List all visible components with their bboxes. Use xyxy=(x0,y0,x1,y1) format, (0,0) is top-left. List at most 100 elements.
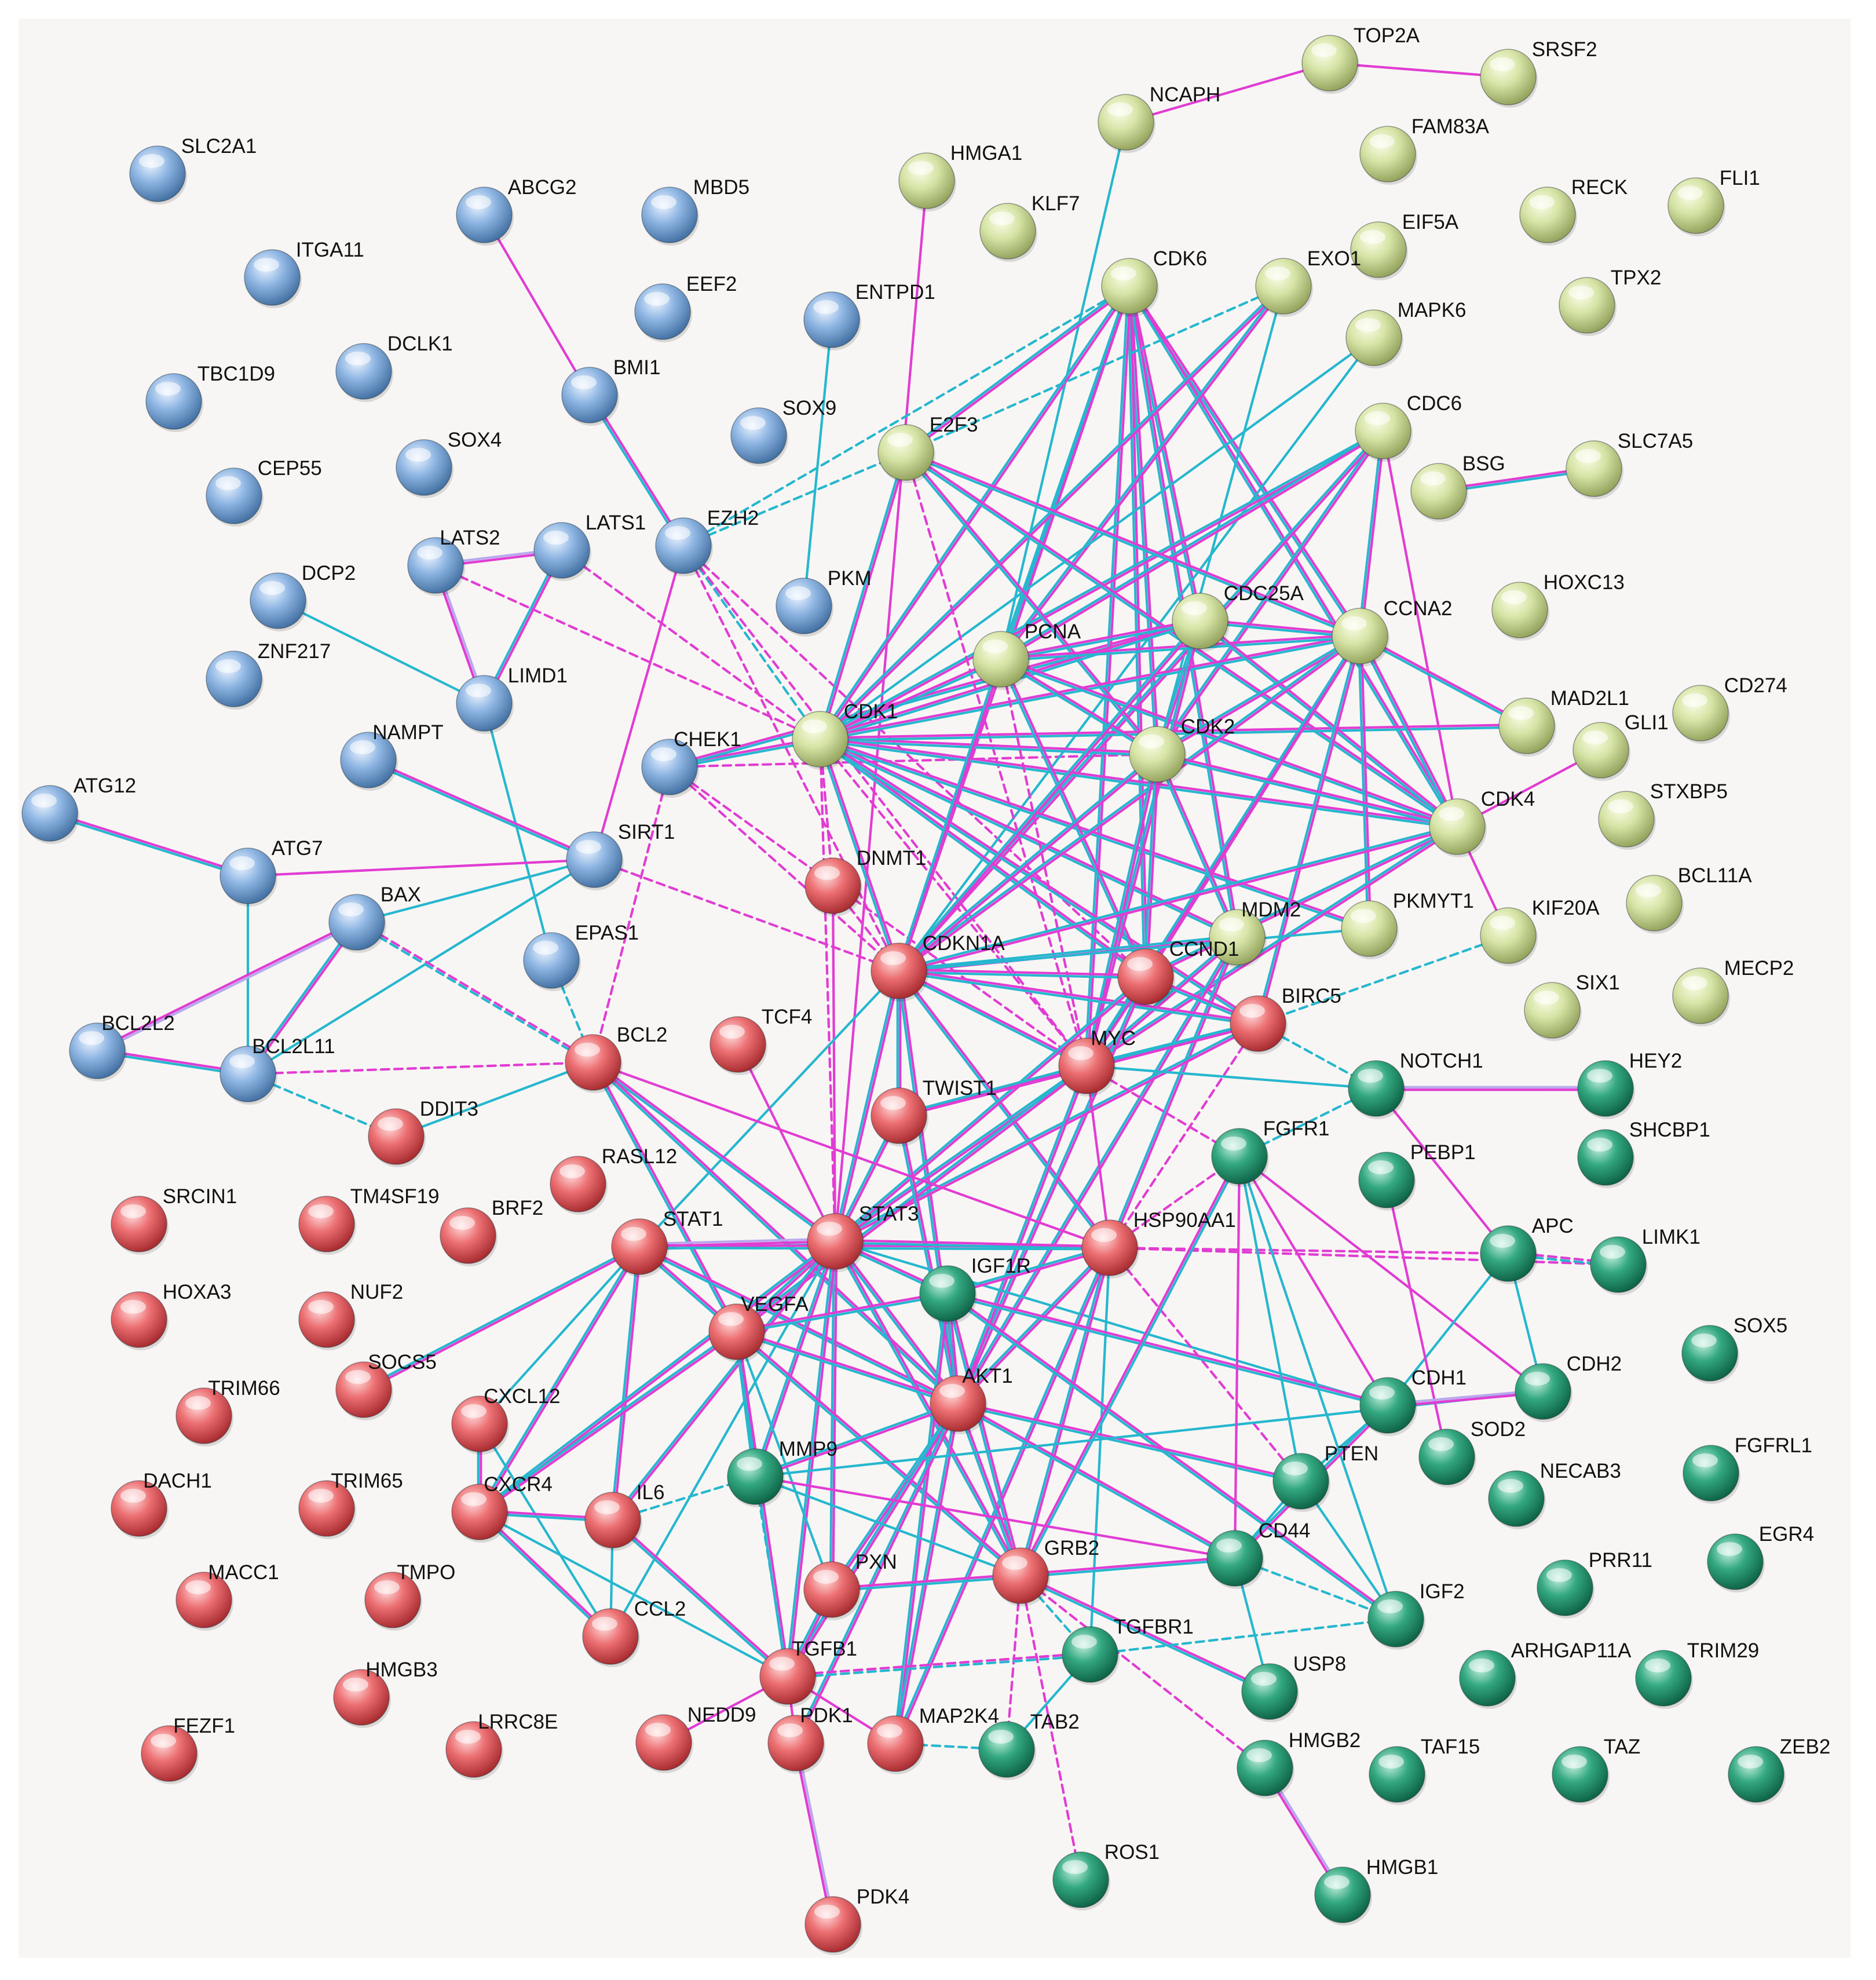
node-ball-SOX4[interactable] xyxy=(396,439,452,496)
node-ball-ITGA11[interactable] xyxy=(244,249,301,306)
node-ball-FLI1[interactable] xyxy=(1667,177,1724,234)
node-STXBP5[interactable]: STXBP5 xyxy=(1598,780,1728,850)
node-ball-PCNA[interactable] xyxy=(972,631,1029,688)
node-ball-DCP2[interactable] xyxy=(250,572,306,629)
node-SIX1[interactable]: SIX1 xyxy=(1524,971,1620,1041)
node-E2F3[interactable]: E2F3 xyxy=(877,414,978,483)
node-TRIM29[interactable]: TRIM29 xyxy=(1635,1639,1759,1709)
node-MDM2[interactable]: MDM2 xyxy=(1209,898,1301,968)
node-NOTCH1[interactable]: NOTCH1 xyxy=(1348,1050,1483,1119)
node-ball-BAX[interactable] xyxy=(328,894,385,951)
node-ball-KIF20A[interactable] xyxy=(1480,907,1537,964)
node-CDH1[interactable]: CDH1 xyxy=(1359,1367,1467,1436)
node-BMI1[interactable]: BMI1 xyxy=(561,356,661,426)
node-HMGB1[interactable]: HMGB1 xyxy=(1314,1856,1438,1926)
node-ball-SIRT1[interactable] xyxy=(566,831,623,888)
node-ball-TOP2A[interactable] xyxy=(1301,35,1358,92)
node-TAF15[interactable]: TAF15 xyxy=(1369,1736,1480,1805)
node-TAZ[interactable]: TAZ xyxy=(1552,1736,1640,1805)
node-ball-NCAPH[interactable] xyxy=(1098,94,1154,151)
node-ball-TRIM29[interactable] xyxy=(1635,1650,1692,1707)
node-ball-MECP2[interactable] xyxy=(1672,967,1729,1024)
node-ROS1[interactable]: ROS1 xyxy=(1052,1841,1160,1910)
node-ball-ROS1[interactable] xyxy=(1052,1851,1109,1908)
node-SOX9[interactable]: SOX9 xyxy=(730,397,836,466)
node-ball-PKMYT1[interactable] xyxy=(1341,900,1398,957)
node-DCP2[interactable]: DCP2 xyxy=(250,562,356,631)
node-ball-FGFR1[interactable] xyxy=(1211,1128,1268,1185)
node-ball-ATG12[interactable] xyxy=(21,785,78,842)
node-ball-CCND1[interactable] xyxy=(1117,948,1174,1005)
node-APC[interactable]: APC xyxy=(1480,1215,1574,1284)
node-BIRC5[interactable]: BIRC5 xyxy=(1230,985,1341,1054)
node-NEDD9[interactable]: NEDD9 xyxy=(635,1704,756,1773)
node-LIMD1[interactable]: LIMD1 xyxy=(456,664,568,734)
node-ball-PKM[interactable] xyxy=(776,578,832,634)
node-ball-USP8[interactable] xyxy=(1241,1663,1298,1720)
node-ball-EPAS1[interactable] xyxy=(523,932,580,989)
node-TM4SF19[interactable]: TM4SF19 xyxy=(298,1185,439,1255)
node-IGF1R[interactable]: IGF1R xyxy=(919,1255,1031,1324)
node-ball-TAF15[interactable] xyxy=(1369,1746,1425,1803)
node-MYC[interactable]: MYC xyxy=(1058,1027,1136,1097)
node-ball-CDK4[interactable] xyxy=(1429,798,1486,855)
node-BCL2L2[interactable]: BCL2L2 xyxy=(69,1012,175,1082)
node-CDK2[interactable]: CDK2 xyxy=(1129,715,1235,785)
node-ball-TPX2[interactable] xyxy=(1559,277,1615,334)
node-SRSF2[interactable]: SRSF2 xyxy=(1480,38,1597,108)
node-ball-SLC2A1[interactable] xyxy=(129,145,186,202)
node-USP8[interactable]: USP8 xyxy=(1241,1653,1346,1722)
node-NAMPT[interactable]: NAMPT xyxy=(340,721,444,791)
node-MBD5[interactable]: MBD5 xyxy=(641,176,749,246)
node-ball-SOX5[interactable] xyxy=(1681,1325,1738,1382)
node-ball-HOXC13[interactable] xyxy=(1491,582,1548,638)
node-MAP2K4[interactable]: MAP2K4 xyxy=(867,1705,999,1774)
node-ball-BMI1[interactable] xyxy=(561,367,618,423)
node-ball-MAP2K4[interactable] xyxy=(867,1715,924,1772)
node-ATG12[interactable]: ATG12 xyxy=(21,775,136,844)
node-ball-EXO1[interactable] xyxy=(1255,258,1312,315)
node-ball-IGF1R[interactable] xyxy=(919,1265,976,1322)
node-ball-STAT1[interactable] xyxy=(611,1218,668,1275)
node-SOX4[interactable]: SOX4 xyxy=(396,429,502,498)
node-ball-CEP55[interactable] xyxy=(206,467,262,524)
node-SLC2A1[interactable]: SLC2A1 xyxy=(129,135,257,204)
node-BRF2[interactable]: BRF2 xyxy=(440,1197,543,1266)
node-TGFBR1[interactable]: TGFBR1 xyxy=(1062,1616,1194,1685)
node-ZNF217[interactable]: ZNF217 xyxy=(206,640,331,710)
node-EEF2[interactable]: EEF2 xyxy=(634,273,737,342)
node-ball-BCL2[interactable] xyxy=(565,1034,621,1091)
node-MAD2L1[interactable]: MAD2L1 xyxy=(1498,687,1629,757)
node-NUF2[interactable]: NUF2 xyxy=(298,1281,403,1350)
node-ball-ARHGAP11A[interactable] xyxy=(1459,1650,1516,1707)
node-ball-HMGB1[interactable] xyxy=(1314,1866,1371,1923)
node-ball-LIMK1[interactable] xyxy=(1590,1236,1647,1293)
node-CDK1[interactable]: CDK1 xyxy=(792,700,898,770)
node-ball-HOXA3[interactable] xyxy=(111,1291,167,1348)
node-ball-MAD2L1[interactable] xyxy=(1498,697,1555,754)
node-GRB2[interactable]: GRB2 xyxy=(992,1537,1099,1606)
node-ball-PEBP1[interactable] xyxy=(1358,1152,1415,1208)
node-ball-CDK2[interactable] xyxy=(1129,726,1186,783)
node-CD44[interactable]: CD44 xyxy=(1206,1519,1310,1589)
node-CXCL12[interactable]: CXCL12 xyxy=(451,1385,560,1455)
node-ball-HSP90AA1[interactable] xyxy=(1081,1219,1138,1276)
node-LRRC8E[interactable]: LRRC8E xyxy=(445,1711,558,1780)
node-EXO1[interactable]: EXO1 xyxy=(1255,247,1361,317)
node-PKMYT1[interactable]: PKMYT1 xyxy=(1341,890,1474,959)
node-KIF20A[interactable]: KIF20A xyxy=(1480,897,1600,966)
node-HSP90AA1[interactable]: HSP90AA1 xyxy=(1081,1209,1236,1278)
node-PRR11[interactable]: PRR11 xyxy=(1537,1549,1652,1619)
node-ball-BRF2[interactable] xyxy=(440,1207,496,1264)
node-ball-STAT3[interactable] xyxy=(807,1213,864,1270)
node-ball-KLF7[interactable] xyxy=(979,203,1036,260)
node-FAM83A[interactable]: FAM83A xyxy=(1359,115,1490,185)
node-ball-IL6[interactable] xyxy=(584,1492,641,1548)
node-ball-LATS1[interactable] xyxy=(533,522,590,579)
node-LIMK1[interactable]: LIMK1 xyxy=(1590,1226,1701,1295)
node-ball-DDIT3[interactable] xyxy=(368,1108,425,1165)
node-ball-BSG[interactable] xyxy=(1410,463,1467,520)
node-NCAPH[interactable]: NCAPH xyxy=(1098,83,1220,153)
node-ball-HMGB2[interactable] xyxy=(1237,1740,1293,1796)
node-HMGB2[interactable]: HMGB2 xyxy=(1237,1729,1361,1799)
